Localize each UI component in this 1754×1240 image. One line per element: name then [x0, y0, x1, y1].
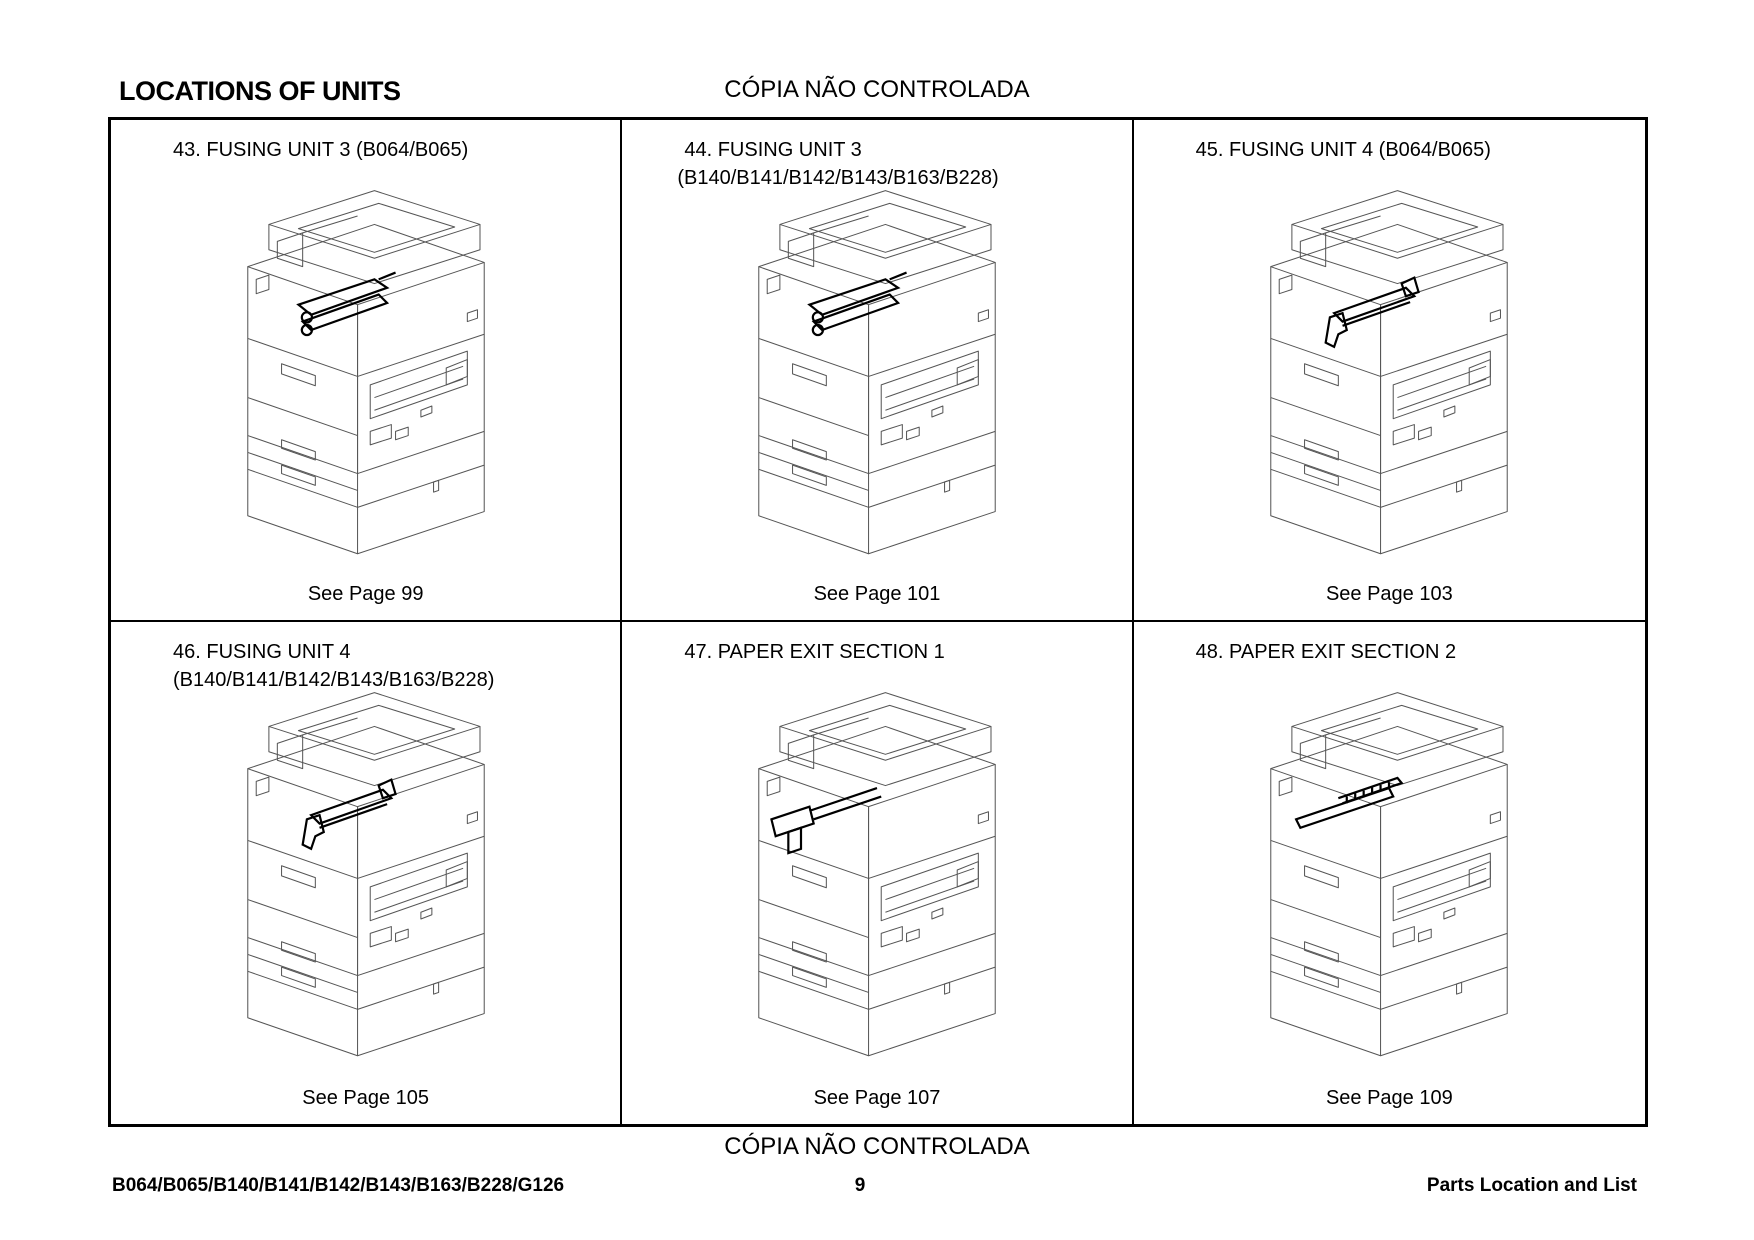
page-reference: See Page 105 [302, 1087, 430, 1109]
unit-title-line2: (B140/B141/B142/B143/B163/B228) [677, 167, 999, 189]
unit-title-line1: 45. FUSING UNIT 4 (B064/B065) [1195, 139, 1491, 161]
page-reference: See Page 107 [813, 1087, 941, 1109]
watermark-bottom: CÓPIA NÃO CONTROLADA [724, 1133, 1030, 1160]
unit-title-line2: (B140/B141/B142/B143/B163/B228) [173, 669, 495, 691]
unit-title: 48. PAPER EXIT SECTION 2 [1196, 638, 1456, 666]
unit-title: 46. FUSING UNIT 4 (B140/B141/B142/B143/B… [173, 638, 494, 694]
footer-models: B064/B065/B140/B141/B142/B143/B163/B228/… [112, 1175, 565, 1196]
page-reference: See Page 103 [1325, 583, 1453, 605]
unit-title: 44. FUSING UNIT 3 (B140/B141/B142/B143/B… [677, 136, 998, 192]
page-reference: See Page 109 [1325, 1087, 1453, 1109]
unit-title-line1: 46. FUSING UNIT 4 [173, 641, 351, 663]
footer-page-number: 9 [854, 1175, 866, 1196]
copier-illustration [1234, 680, 1544, 1060]
page-reference: See Page 99 [307, 583, 424, 605]
unit-title-line1: 43. FUSING UNIT 3 (B064/B065) [173, 139, 469, 161]
footer-section-name: Parts Location and List [1426, 1175, 1637, 1196]
unit-title-line1: 48. PAPER EXIT SECTION 2 [1195, 641, 1457, 663]
unit-title: 47. PAPER EXIT SECTION 1 [684, 638, 944, 666]
copier-illustration [722, 178, 1032, 558]
unit-cell-48: 48. PAPER EXIT SECTION 2 See Page 109 [1134, 622, 1645, 1124]
unit-title: 45. FUSING UNIT 4 (B064/B065) [1196, 136, 1491, 164]
unit-title-line1: 44. FUSING UNIT 3 [684, 139, 862, 161]
unit-cell-46: 46. FUSING UNIT 4 (B140/B141/B142/B143/B… [111, 622, 623, 1124]
units-grid: 43. FUSING UNIT 3 (B064/B065) See Page 9… [108, 117, 1648, 1127]
copier-illustration [211, 178, 521, 558]
unit-title-line1: 47. PAPER EXIT SECTION 1 [684, 641, 945, 663]
watermark-top: CÓPIA NÃO CONTROLADA [724, 76, 1030, 103]
page-reference: See Page 101 [813, 583, 941, 605]
unit-cell-43: 43. FUSING UNIT 3 (B064/B065) See Page 9… [111, 120, 623, 622]
unit-cell-44: 44. FUSING UNIT 3 (B140/B141/B142/B143/B… [622, 120, 1134, 622]
copier-illustration [211, 680, 521, 1060]
copier-illustration [722, 680, 1032, 1060]
copier-illustration [1234, 178, 1544, 558]
section-title: LOCATIONS OF UNITS [119, 76, 401, 106]
unit-title: 43. FUSING UNIT 3 (B064/B065) [173, 136, 468, 164]
unit-cell-47: 47. PAPER EXIT SECTION 1 See Page 107 [622, 622, 1134, 1124]
unit-cell-45: 45. FUSING UNIT 4 (B064/B065) See Page 1… [1133, 120, 1645, 622]
